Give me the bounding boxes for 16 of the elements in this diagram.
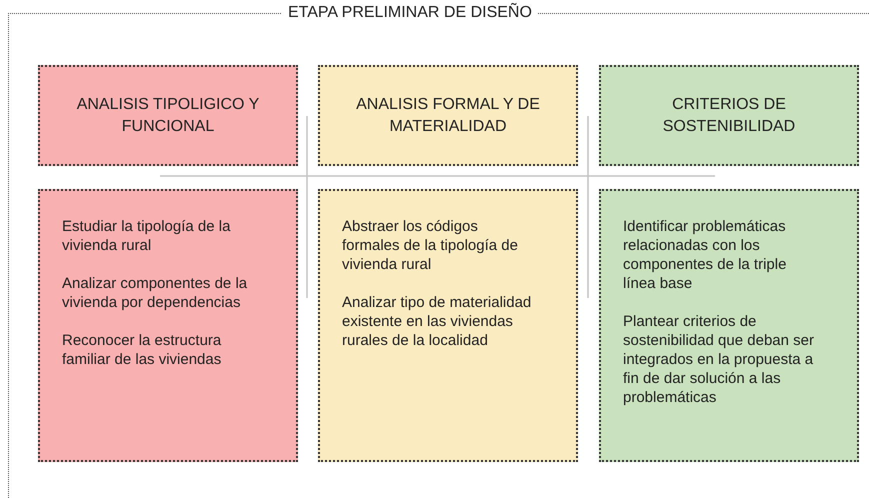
- task-list-box: [318, 189, 578, 462]
- category-box: [599, 65, 859, 166]
- task-list-box: [38, 189, 298, 462]
- task-text: Analizar tipo de materialidad existente en las viviendas rurales de la localidad: [342, 293, 532, 350]
- task-text: Identificar problemáticas relacionadas con los componentes de la triple línea base: [623, 217, 788, 293]
- category-box: [38, 65, 298, 166]
- task-text: Abstraer los códigos formales de la tipología de vivienda rural: [342, 217, 519, 274]
- category-box: [318, 65, 578, 166]
- category-heading: ANALISIS TIPOLIGICO Y FUNCIONAL: [76, 94, 260, 136]
- task-text: Plantear criterios de sostenibilidad que deban ser integrados en la propuesta a fin de dar solución a las problemáticas: [623, 312, 815, 407]
- task-list-box: [599, 189, 859, 462]
- category-heading: ANALISIS FORMAL Y DE MATERIALIDAD: [355, 94, 541, 136]
- task-text: Estudiar la tipología de la vivienda rural: [62, 217, 232, 255]
- task-text: Reconocer la estructura familiar de las viviendas: [62, 331, 222, 369]
- category-heading: CRITERIOS DE SOSTENIBILIDAD: [662, 94, 796, 136]
- task-text: Analizar componentes de la vivienda por dependencias: [62, 274, 248, 312]
